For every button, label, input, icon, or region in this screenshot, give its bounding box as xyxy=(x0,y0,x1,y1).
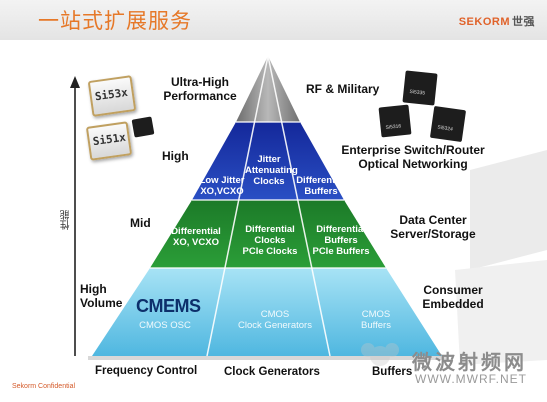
bg-decor-right xyxy=(470,150,547,270)
watermark-flower-icon xyxy=(361,343,399,366)
footer-confidential: Sekorm Confidential xyxy=(12,383,76,390)
si5335-chip-icon: Si5335 xyxy=(402,70,438,106)
tier-blue xyxy=(192,122,344,200)
bottom-frequency-control: Frequency Control xyxy=(95,365,198,377)
si53x-chip-icon: Si53x xyxy=(87,75,137,117)
column-divider-left xyxy=(206,55,269,357)
label-rf-military: RF & Military xyxy=(306,82,380,96)
small-chip-icon xyxy=(131,116,155,138)
si5316-chip-icon: Si5316 xyxy=(378,104,412,138)
watermark-url: WWW.MWRF.NET xyxy=(415,372,527,386)
watermark-text: 微波射频网 xyxy=(412,352,527,374)
label-mid: Mid xyxy=(130,216,151,230)
page-title: 一站式扩展服务 xyxy=(38,10,192,33)
tier-green xyxy=(150,200,386,268)
bottom-clock-generators: Clock Generators xyxy=(224,366,320,378)
bg-decor-right-2 xyxy=(455,260,547,365)
cmems-logo: CMEMS xyxy=(136,296,201,316)
axis-label: 性能 xyxy=(61,210,72,230)
column-divider-right xyxy=(267,55,331,357)
si51x-chip-icon: Si51x xyxy=(85,121,133,161)
bottom-buffers: Buffers xyxy=(372,366,413,378)
cyan-cmos-osc: CMOS OSC xyxy=(139,320,191,331)
label-high: High xyxy=(162,149,189,163)
axis-arrowhead xyxy=(70,76,80,88)
tier-cyan xyxy=(92,268,442,356)
tier-top xyxy=(236,56,300,122)
si5324-chip-icon: Si5324 xyxy=(429,105,467,143)
